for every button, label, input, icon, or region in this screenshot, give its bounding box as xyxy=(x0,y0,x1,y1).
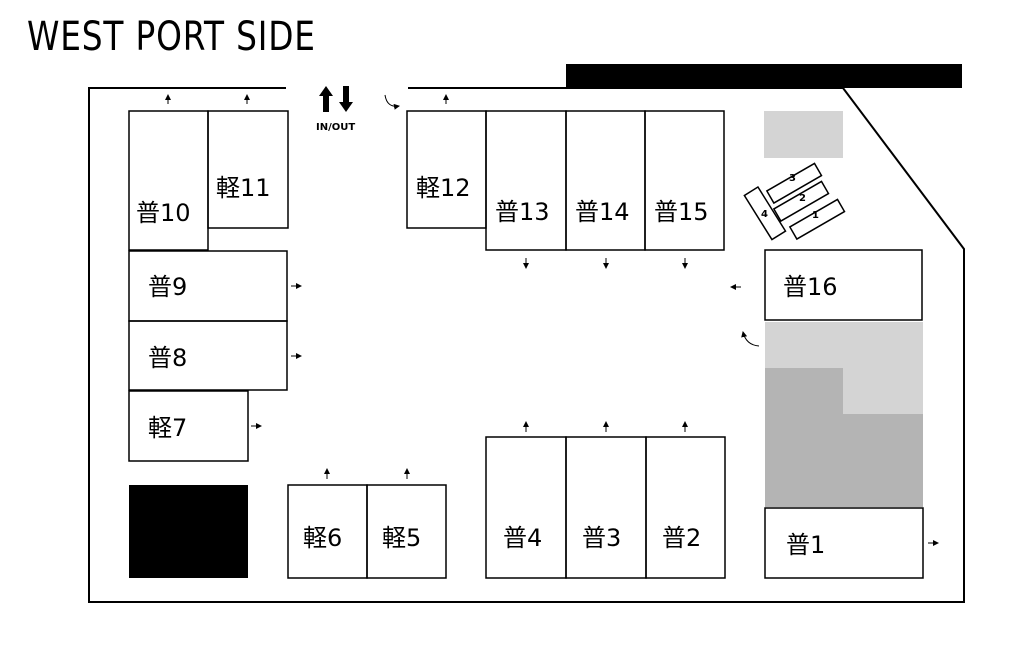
space-2[interactable] xyxy=(645,436,726,579)
space-label-7: 軽7 xyxy=(148,414,187,442)
space-3[interactable] xyxy=(565,436,647,579)
space-4[interactable] xyxy=(485,436,567,579)
in-arrow-icon xyxy=(319,86,333,112)
space-14[interactable] xyxy=(565,110,646,251)
space-label-16: 普16 xyxy=(783,273,838,301)
space-label-5: 軽5 xyxy=(382,524,421,552)
space-label-13: 普13 xyxy=(495,198,550,226)
space-label-8: 普8 xyxy=(148,344,187,372)
space-label-10: 普10 xyxy=(136,199,191,227)
bike-space-4[interactable] xyxy=(743,185,787,241)
space-label-15: 普15 xyxy=(654,198,709,226)
space-label-12: 軽12 xyxy=(416,174,471,202)
out-arrow-icon xyxy=(339,86,353,112)
bike-space-2[interactable] xyxy=(772,180,830,223)
space-10[interactable] xyxy=(128,110,209,251)
curved-arrow-icon xyxy=(384,94,400,110)
space-8[interactable] xyxy=(128,320,288,391)
space-11[interactable] xyxy=(207,110,289,229)
page-title: WEST PORT SIDE xyxy=(27,14,316,60)
space-label-14: 普14 xyxy=(575,198,630,226)
bike-label-3: 3 xyxy=(789,173,796,184)
direction-arrows xyxy=(165,94,939,546)
space-15[interactable] xyxy=(644,110,725,251)
space-label-6: 軽6 xyxy=(303,524,342,552)
space-1[interactable] xyxy=(764,507,924,579)
space-label-2: 普2 xyxy=(662,524,701,552)
wall-block xyxy=(566,64,962,88)
space-label-4: 普4 xyxy=(503,524,542,552)
bike-label-4: 4 xyxy=(761,209,768,220)
lot-boundary xyxy=(88,87,965,603)
space-13[interactable] xyxy=(485,110,567,251)
space-7[interactable] xyxy=(128,390,249,462)
space-16[interactable] xyxy=(764,249,923,321)
space-label-1: 普1 xyxy=(786,531,825,559)
entrance-label: IN/OUT xyxy=(316,122,355,133)
bike-space-1[interactable] xyxy=(788,198,846,241)
space-5[interactable] xyxy=(366,484,447,579)
shaded-area-top xyxy=(764,111,843,158)
building-block xyxy=(129,485,248,578)
space-label-9: 普9 xyxy=(148,273,187,301)
space-label-11: 軽11 xyxy=(216,174,271,202)
bike-space-3[interactable] xyxy=(765,162,823,205)
shaded-area-dark xyxy=(765,368,923,507)
curved-arrow-icon xyxy=(741,331,760,347)
space-label-3: 普3 xyxy=(582,524,621,552)
space-12[interactable] xyxy=(406,110,487,229)
bike-label-2: 2 xyxy=(799,193,806,204)
bike-label-1: 1 xyxy=(812,210,819,221)
